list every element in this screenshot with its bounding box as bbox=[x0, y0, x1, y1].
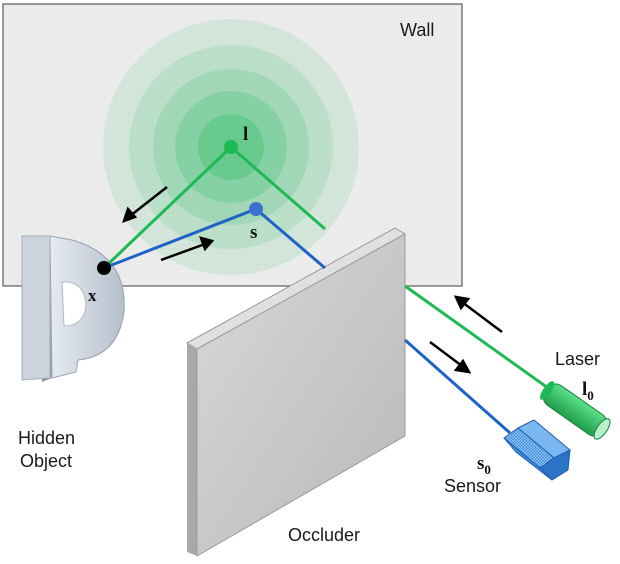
return-beam-to-s bbox=[103, 207, 257, 270]
laser-aperture bbox=[540, 381, 555, 400]
point-x-dot bbox=[97, 261, 111, 275]
wall-label: Wall bbox=[400, 20, 434, 40]
return-beam-to-occluder bbox=[255, 207, 326, 270]
arrow-toward-sensor bbox=[429, 341, 472, 374]
arrow-to-object bbox=[121, 186, 168, 224]
laser-source-symbol: l0 bbox=[582, 379, 594, 403]
hidden-object-label-line1: Hidden bbox=[18, 428, 75, 448]
arrow-to-s bbox=[160, 236, 215, 262]
hidden-object-label: Hidden Object bbox=[18, 428, 75, 471]
sensor-label: Sensor bbox=[444, 476, 501, 496]
sensor-position-symbol: s0 bbox=[477, 453, 491, 477]
occluder-side bbox=[187, 343, 197, 556]
laser-lens bbox=[593, 418, 611, 440]
point-l-label: l bbox=[243, 124, 248, 145]
arrow-toward-wall bbox=[453, 295, 503, 333]
point-x-label: x bbox=[88, 286, 97, 305]
point-l-dot bbox=[224, 140, 238, 154]
direction-arrows bbox=[121, 186, 503, 374]
laser-beam-to-l bbox=[230, 145, 326, 231]
point-s-dot bbox=[249, 202, 263, 216]
hidden-object-label-line2: Object bbox=[20, 451, 72, 471]
sensor-bottom bbox=[503, 437, 553, 481]
occluder-label: Occluder bbox=[288, 525, 360, 545]
point-s-label: s bbox=[250, 222, 257, 243]
laser-beam-to-x bbox=[102, 145, 233, 270]
sensor-device: s0 Sensor bbox=[444, 419, 571, 496]
sensor-path bbox=[103, 207, 511, 435]
p-hole bbox=[61, 281, 87, 327]
laser-beam-to-wall bbox=[404, 284, 549, 390]
occluder: Occluder bbox=[185, 227, 407, 557]
return-beam-to-sensor bbox=[404, 338, 511, 435]
laser-path bbox=[102, 145, 549, 390]
p-stem bbox=[21, 235, 51, 381]
occluder-face bbox=[196, 233, 406, 557]
laser-device: Laser l0 bbox=[540, 349, 611, 440]
laser-label: Laser bbox=[555, 349, 600, 369]
